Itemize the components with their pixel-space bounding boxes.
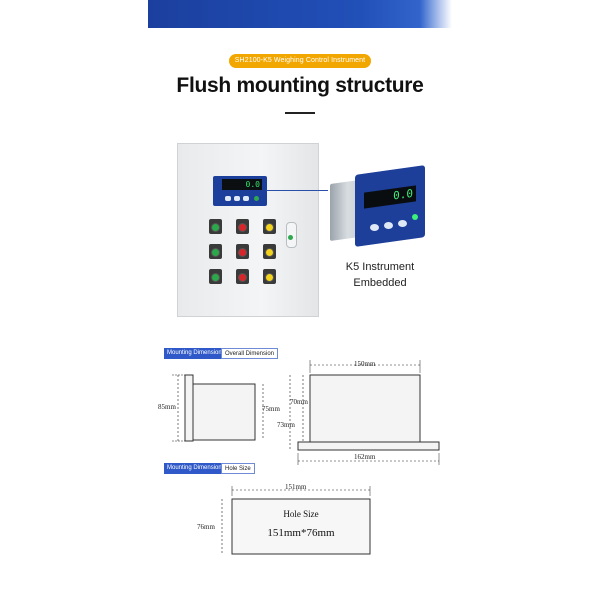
side-flange bbox=[184, 374, 194, 442]
hole-title: Hole Size bbox=[283, 509, 319, 519]
top-banner-fade bbox=[420, 0, 452, 28]
caption-line-1: K5 Instrument bbox=[345, 261, 415, 273]
hole-outline bbox=[231, 498, 371, 555]
side-view-drawing bbox=[172, 374, 264, 442]
instrument-key-icon bbox=[398, 220, 407, 227]
title-underline bbox=[285, 112, 315, 114]
green-lamp-icon bbox=[211, 223, 220, 232]
yellow-lamp-icon bbox=[265, 248, 274, 257]
page-title: Flush mounting structure bbox=[176, 74, 424, 97]
green-lamp-icon bbox=[211, 273, 220, 282]
front-total-height: 73mm bbox=[277, 421, 295, 429]
instrument-key-icon bbox=[370, 224, 379, 231]
instrument-key-icon bbox=[384, 222, 393, 229]
cabinet-key-icon bbox=[243, 196, 249, 201]
instrument-led-icon bbox=[412, 214, 418, 220]
front-body bbox=[309, 374, 421, 443]
red-lamp-icon bbox=[238, 223, 247, 232]
caption-line-2: Embedded bbox=[353, 277, 407, 289]
status-led-icon bbox=[254, 196, 259, 201]
instrument-caption: K5 Instrument Embedded bbox=[320, 259, 440, 291]
side-body bbox=[192, 383, 256, 441]
cabinet-display: 0.0 bbox=[222, 179, 262, 190]
overall-dimension-label: Overall Dimension bbox=[221, 348, 279, 359]
mounting-dimension-tag-2: Mounting Dimension bbox=[164, 463, 225, 474]
cabinet-key-icon bbox=[225, 196, 231, 201]
yellow-lamp-icon bbox=[265, 223, 274, 232]
side-height-outer: 85mm bbox=[158, 403, 176, 411]
hole-size-drawing bbox=[221, 486, 371, 555]
side-height-inner: 75mm bbox=[262, 405, 280, 413]
front-flange bbox=[297, 441, 440, 451]
green-lamp-icon bbox=[211, 248, 220, 257]
red-lamp-icon bbox=[238, 248, 247, 257]
yellow-lamp-icon bbox=[265, 273, 274, 282]
front-body-height: 70mm bbox=[290, 398, 308, 406]
connector-line bbox=[266, 190, 328, 191]
mounting-dimension-tag: Mounting Dimension bbox=[164, 348, 225, 359]
hole-value: 151mm*76mm bbox=[267, 527, 335, 539]
front-view-drawing bbox=[289, 360, 440, 465]
product-pill: SH2100-K5 Weighing Control Instrument bbox=[229, 54, 371, 68]
cabinet-key-icon bbox=[234, 196, 240, 201]
lock-icon bbox=[288, 235, 293, 240]
front-top-width: 150mm bbox=[354, 360, 376, 368]
top-banner bbox=[148, 0, 452, 28]
hole-size-label: Hole Size bbox=[221, 463, 255, 474]
hole-width: 151mm bbox=[285, 483, 307, 491]
red-lamp-icon bbox=[238, 273, 247, 282]
hole-height: 76mm bbox=[197, 523, 215, 531]
front-bottom-width: 162mm bbox=[354, 453, 376, 461]
